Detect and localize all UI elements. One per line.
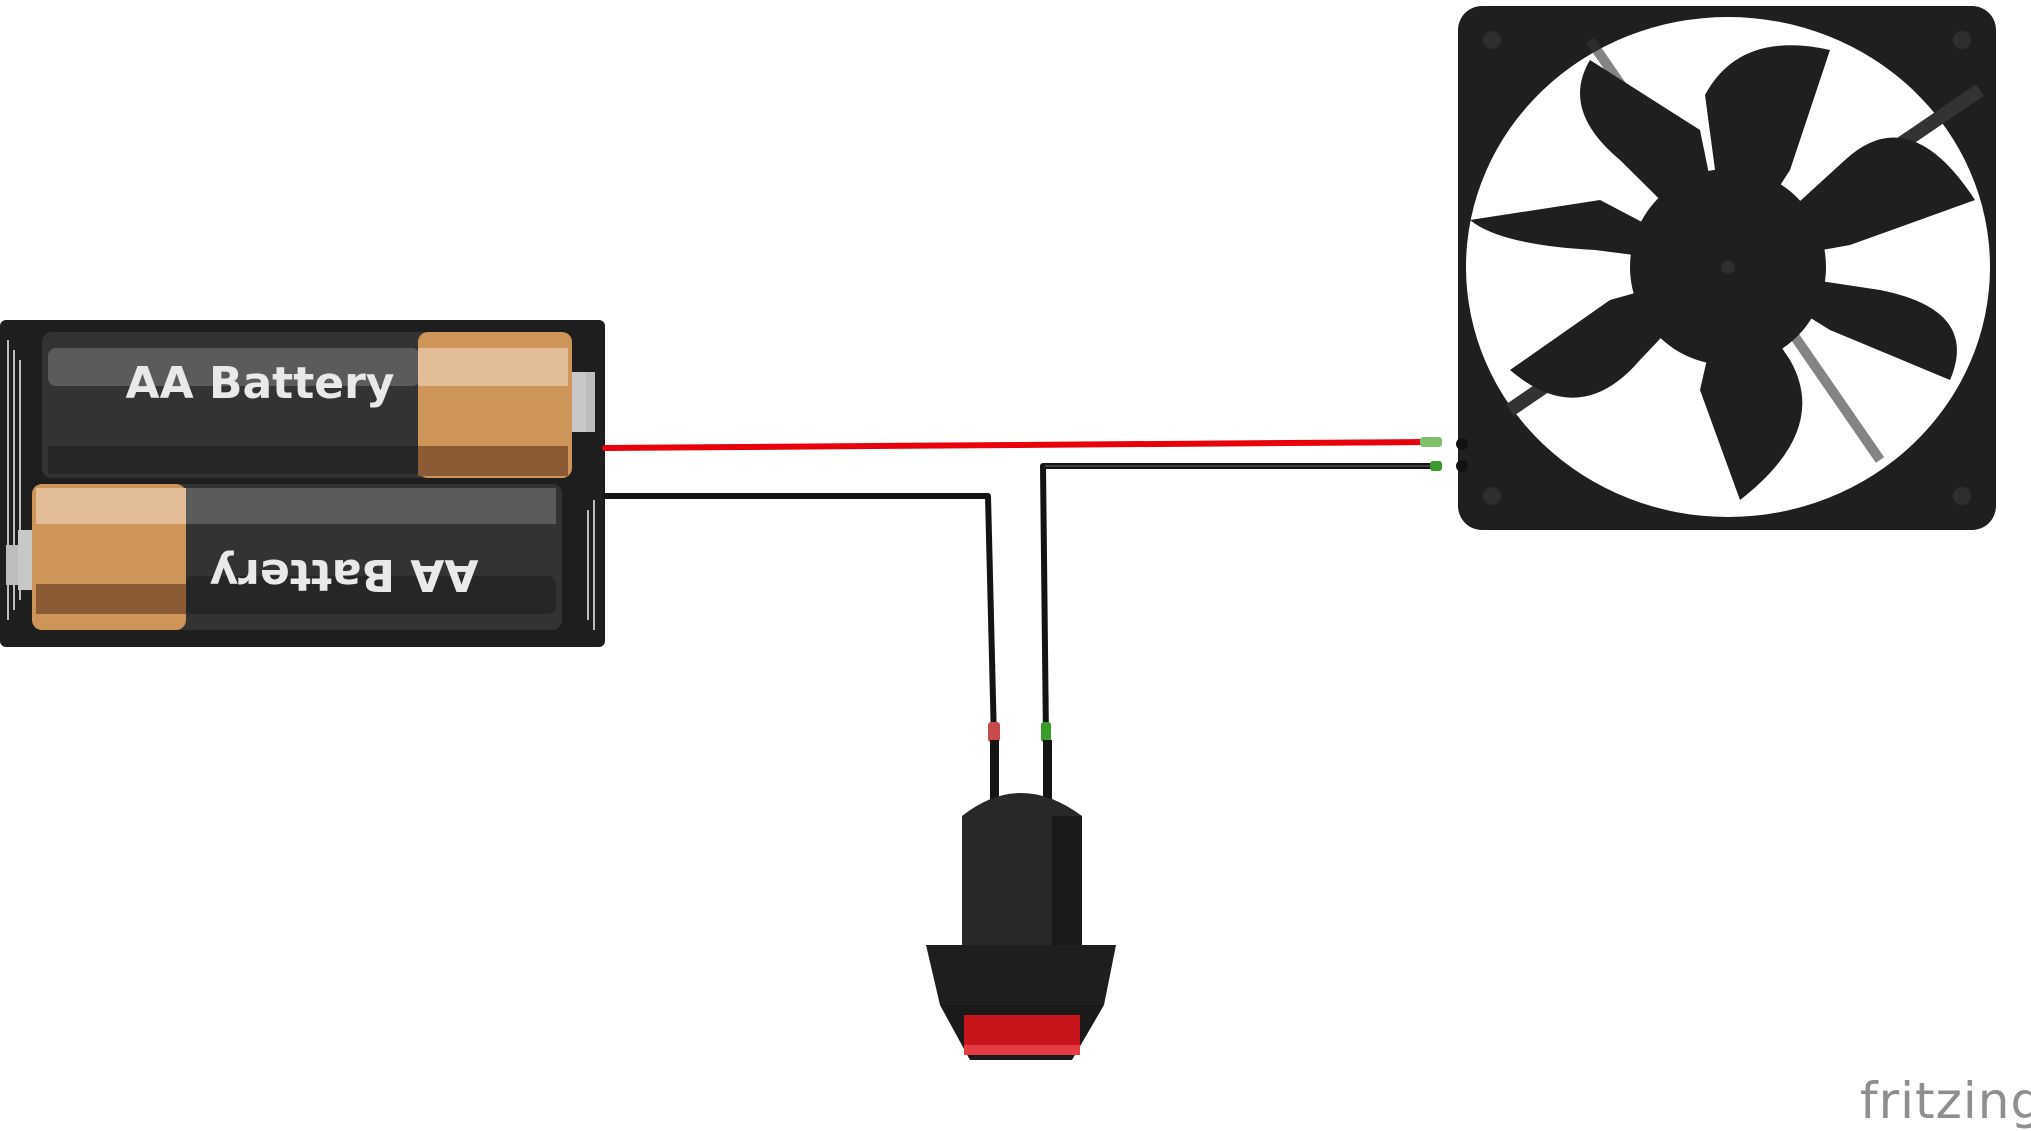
wire-battery-to-switch (602, 493, 997, 743)
push-button-switch (926, 740, 1116, 1060)
wire-end-negative (1430, 461, 1442, 471)
switch-pin-end-left (988, 722, 1000, 742)
switch-pin-end-right (1041, 722, 1051, 742)
contact-tab-right (585, 372, 595, 432)
battery-holder: AA Battery AA Battery (0, 320, 605, 647)
wire-end-positive (1420, 437, 1442, 447)
computer-fan (1456, 6, 1996, 530)
battery-cell-bottom: AA Battery (18, 484, 562, 630)
wire-switch-to-fan (1040, 463, 1439, 743)
battery-cell-bottom-label: AA Battery (210, 549, 479, 600)
battery-cell-top: AA Battery (42, 332, 586, 478)
spring-contact-right (587, 500, 595, 630)
wire-positive (602, 439, 1428, 451)
wiring (602, 437, 1442, 743)
fritzing-logo-text: fritzing (1860, 1072, 2031, 1130)
contact-tab-left (6, 545, 20, 585)
battery-cell-top-label: AA Battery (126, 358, 395, 409)
